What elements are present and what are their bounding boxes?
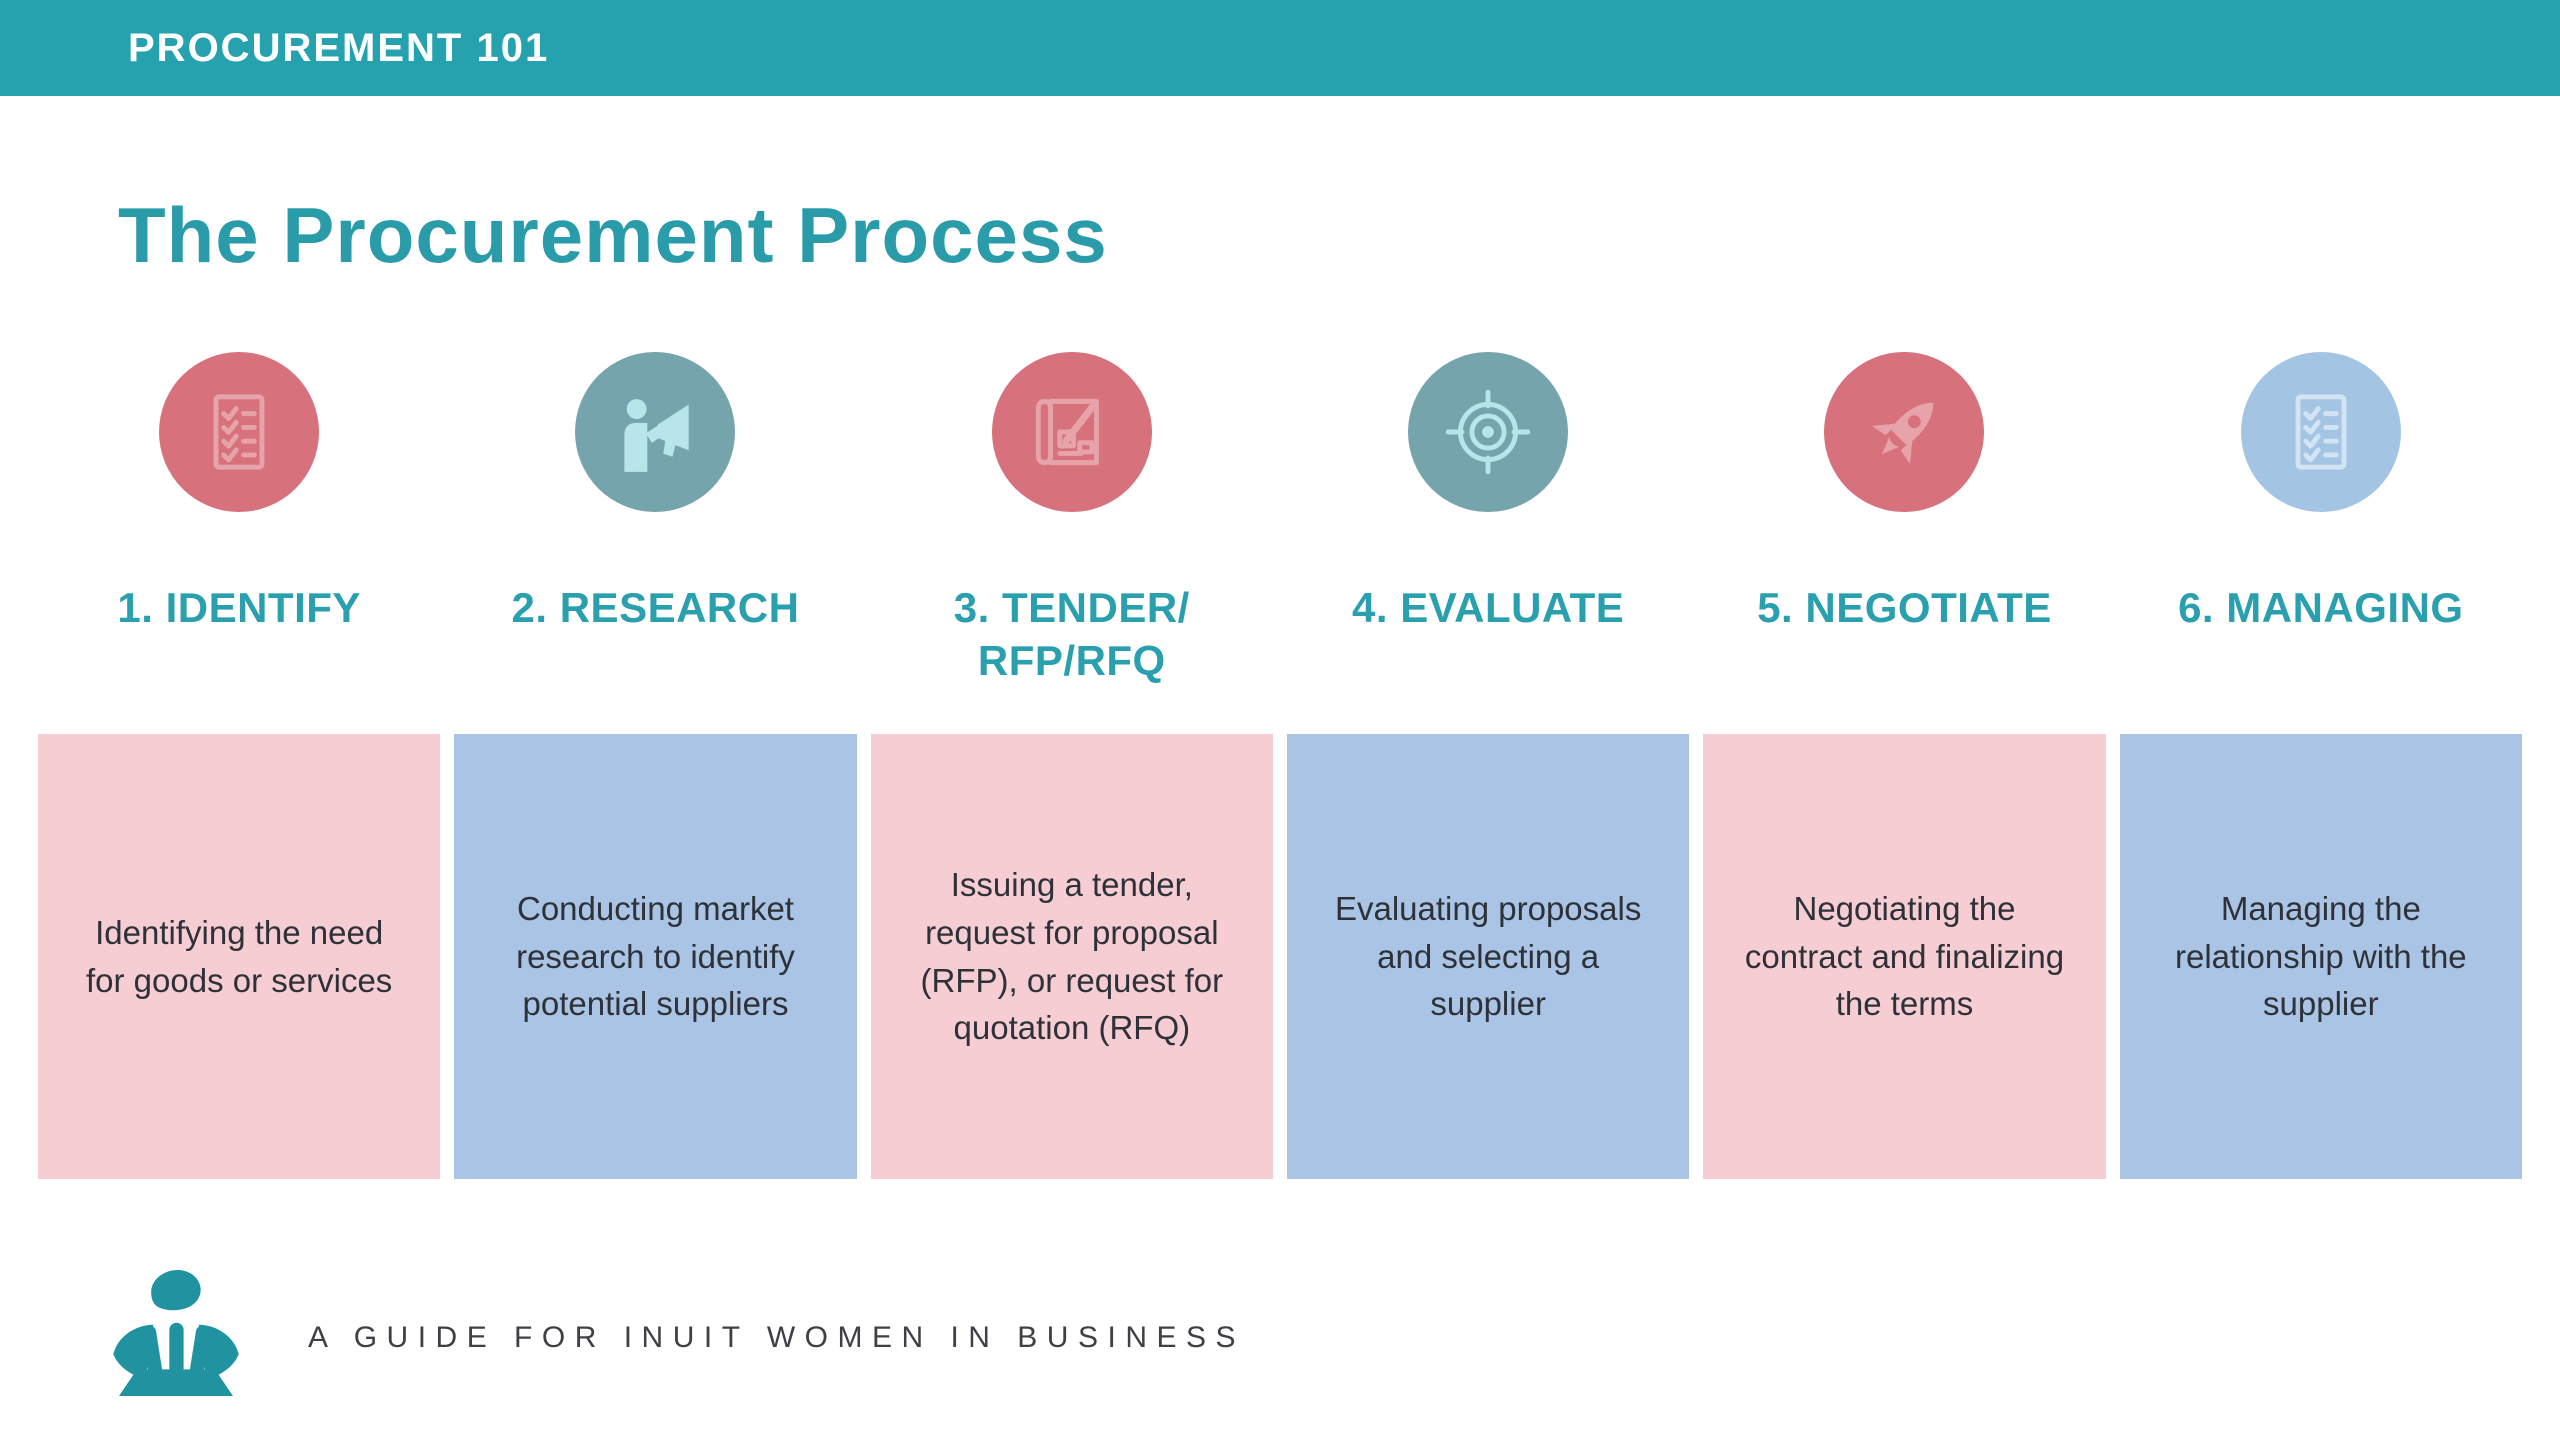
step-3-description-box: Issuing a tender, request for proposal (… — [870, 734, 1273, 1179]
checklist-icon — [213, 394, 265, 470]
checklist-icon — [2295, 394, 2347, 470]
amauti-logo-icon — [100, 1262, 252, 1414]
step-2-label: 2. RESEARCH — [511, 584, 800, 631]
footer-tagline: A GUIDE FOR INUIT WOMEN IN BUSINESS — [308, 1321, 1246, 1354]
step-negotiate: 5. NEGOTIATE Negotiating the contract an… — [1703, 352, 2106, 1179]
step-6-description-box: Managing the relationship with the suppl… — [2119, 734, 2522, 1179]
target-icon — [1445, 389, 1531, 475]
blueprint-pencil-icon — [1035, 398, 1099, 466]
step-3-description: Issuing a tender, request for proposal (… — [920, 865, 1224, 1047]
step-5-circle — [1824, 352, 1985, 512]
page-title: The Procurement Process — [118, 191, 1108, 280]
step-1-description: Identifying the need for goods or servic… — [86, 913, 393, 999]
top-banner: PROCUREMENT 101 — [0, 0, 2560, 96]
step-research: 2. RESEARCH Conducting market research t… — [454, 352, 857, 1179]
step-4-description-box: Evaluating proposals and selecting a sup… — [1287, 734, 1690, 1179]
step-1-circle — [159, 352, 320, 512]
step-5-description: Negotiating the contract and finalizing … — [1744, 889, 2065, 1023]
process-steps: 1. IDENTIFY Identifying the need for goo… — [38, 352, 2522, 1179]
step-5-label: 5. NEGOTIATE — [1757, 584, 2052, 631]
step-managing: 6. MANAGING Managing the relationship wi… — [2119, 352, 2522, 1179]
step-4-label: 4. EVALUATE — [1352, 584, 1625, 631]
step-2-description-box: Conducting market research to identify p… — [454, 734, 857, 1179]
step-4-description: Evaluating proposals and selecting a sup… — [1334, 889, 1642, 1023]
step-6-circle — [2240, 352, 2401, 512]
megaphone-person-icon — [624, 399, 690, 472]
step-6-description: Managing the relationship with the suppl… — [2174, 889, 2467, 1023]
step-2-circle — [575, 352, 736, 512]
step-evaluate: 4. EVALUATE Evaluating proposals and sel… — [1287, 352, 1690, 1179]
step-2-description: Conducting market research to identify p… — [516, 889, 795, 1023]
step-identify: 1. IDENTIFY Identifying the need for goo… — [38, 352, 441, 1179]
step-4-circle — [1408, 352, 1569, 512]
step-tender: 3. TENDER/ RFP/RFQ Issuing a tender, req… — [870, 352, 1273, 1179]
step-1-description-box: Identifying the need for goods or servic… — [38, 734, 441, 1179]
banner-title: PROCUREMENT 101 — [128, 26, 550, 70]
step-1-label: 1. IDENTIFY — [117, 584, 361, 631]
footer: A GUIDE FOR INUIT WOMEN IN BUSINESS — [100, 1262, 1245, 1414]
step-3-label: 3. TENDER/ RFP/RFQ — [953, 584, 1190, 684]
rocket-icon — [1872, 402, 1934, 464]
step-6-label: 6. MANAGING — [2178, 584, 2464, 631]
step-3-circle — [991, 352, 1152, 512]
step-5-description-box: Negotiating the contract and finalizing … — [1703, 734, 2106, 1179]
